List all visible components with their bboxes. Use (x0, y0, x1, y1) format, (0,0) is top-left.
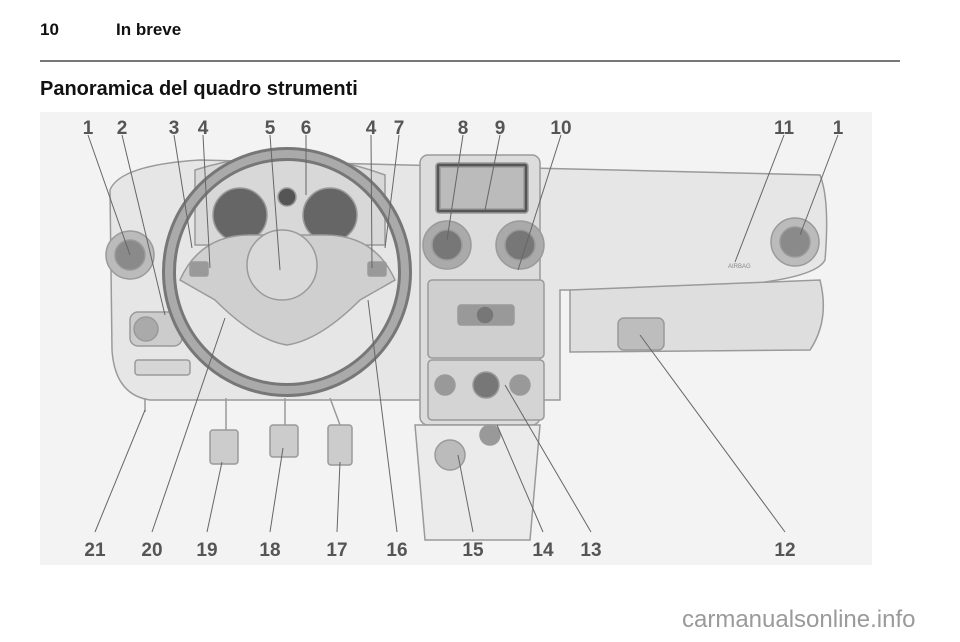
callout: 11 (774, 118, 795, 139)
top-callouts: 1 2 3 4 5 6 4 7 8 9 10 11 1 (83, 118, 844, 139)
callout: 8 (458, 118, 469, 139)
chapter-title: In breve (116, 20, 182, 39)
callout: 6 (301, 118, 312, 139)
callout: 2 (117, 118, 128, 139)
leader-lines (87, 134, 839, 533)
airbag-label: AIRBAG (728, 264, 751, 270)
callout: 19 (196, 540, 217, 561)
callout: 15 (462, 540, 484, 561)
glovebox-handle (617, 317, 665, 351)
callout: 1 (833, 118, 844, 139)
callout: 18 (259, 540, 280, 561)
callout: 16 (386, 540, 407, 561)
callout: 3 (169, 118, 180, 139)
dashboard-illustration: AIRBAG 1 2 3 4 5 6 4 7 8 9 10 11 1 21 20… (40, 112, 872, 565)
callout: 10 (550, 118, 571, 139)
callout: 5 (265, 118, 276, 139)
section-title: Panoramica del quadro strumenti (40, 78, 358, 100)
callout: 21 (84, 540, 106, 561)
bottom-callouts: 21 20 19 18 17 16 15 14 13 12 (84, 540, 795, 561)
callout: 14 (532, 540, 554, 561)
callout: 1 (83, 118, 94, 139)
callout: 12 (774, 540, 795, 561)
callout: 17 (326, 540, 347, 561)
header-rule (40, 60, 900, 62)
callout: 4 (198, 118, 209, 139)
callout: 20 (141, 540, 162, 561)
dashboard-drawing (105, 147, 828, 541)
callout: 7 (394, 118, 405, 139)
callout: 9 (495, 118, 506, 139)
page-number: 10 (40, 20, 59, 39)
callout: 13 (580, 540, 601, 561)
callout: 4 (366, 118, 377, 139)
watermark: carmanualsonline.info (682, 606, 916, 633)
